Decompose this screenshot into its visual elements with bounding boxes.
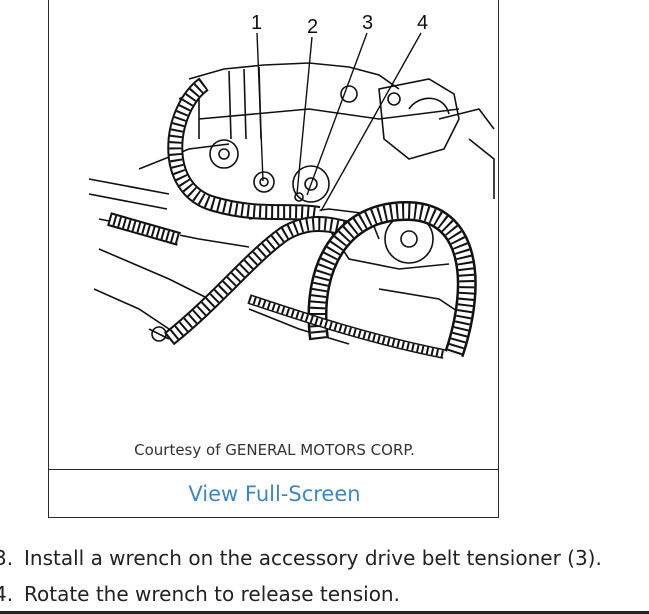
callout-4: 4	[417, 12, 428, 34]
figure-panel: 1 2 3 4	[48, 0, 499, 518]
step-text: Install a wrench on the accessory drive …	[24, 546, 602, 570]
step-number: 3.	[0, 546, 14, 570]
step-item: 4. Rotate the wrench to release tension.	[0, 582, 400, 606]
step-text: Rotate the wrench to release tension.	[24, 582, 400, 606]
callout-1: 1	[251, 12, 262, 34]
engine-lines	[88, 62, 495, 345]
engine-diagram: 1 2 3 4	[88, 12, 495, 359]
bottom-divider	[0, 611, 649, 614]
step-number: 4.	[0, 582, 14, 606]
view-full-screen-link[interactable]: View Full-Screen	[188, 482, 361, 506]
step-item: 3. Install a wrench on the accessory driv…	[0, 546, 602, 570]
callout-3: 3	[362, 12, 373, 34]
coiled-hoses	[107, 77, 477, 359]
figure-caption: Courtesy of GENERAL MOTORS CORP.	[134, 441, 415, 459]
leader-lines	[256, 32, 422, 212]
caption-divider	[49, 469, 498, 470]
callout-2: 2	[307, 16, 318, 38]
